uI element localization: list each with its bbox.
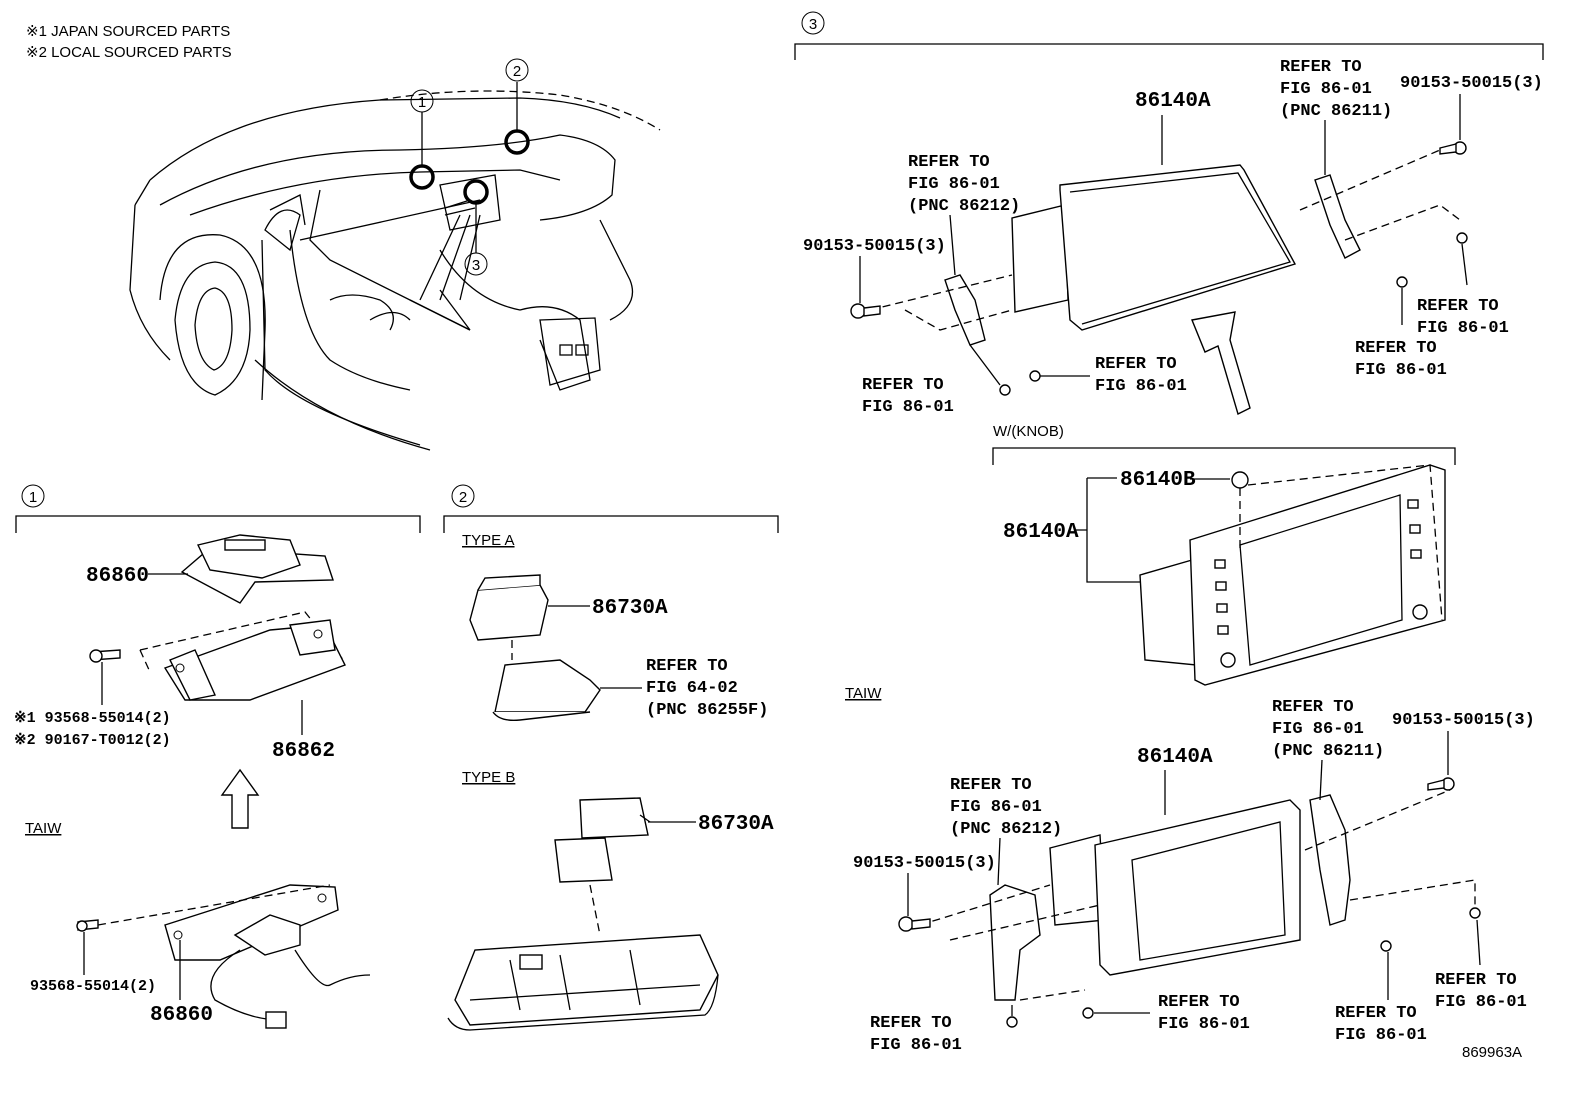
note-local-sourced: ※2 LOCAL SOURCED PARTS [26, 44, 232, 61]
taiw-ref-left-line2: FIG 86-01 [950, 798, 1042, 817]
arrow-up-icon [220, 768, 260, 829]
taiw-ref-b1-line2: FIG 86-01 [1435, 993, 1527, 1012]
knob-part-86140b: 86140B [1120, 469, 1196, 492]
bracket-86862-drawing [139, 611, 346, 701]
top-bolt-right: 90153-50015(3) [1400, 74, 1543, 93]
overview-callout-3: 3 [472, 257, 480, 274]
display-86140a-taiw-drawing [919, 789, 1476, 1001]
refer-64-02-line2: FIG 64-02 [646, 679, 738, 698]
arrow-up-right-icon [1191, 311, 1251, 416]
type-a-label: TYPE A [462, 532, 515, 549]
display-86140a-top-drawing [869, 149, 1461, 346]
top-ref-b1-line2: FIG 86-01 [1417, 319, 1509, 338]
note-japan-sourced: ※1 JAPAN SOURCED PARTS [26, 23, 230, 40]
section-3-taiw-label: TAIW [845, 685, 882, 702]
top-part-86140a: 86140A [1135, 90, 1211, 113]
section-1-callout: 1 [29, 489, 37, 506]
top-ref-b3-line2: FIG 86-01 [1095, 377, 1187, 396]
part-86730a-type-b: 86730A [698, 813, 774, 836]
section-3-callout: 3 [809, 16, 817, 33]
part-86860: 86860 [86, 565, 149, 588]
overview-callout-2: 2 [513, 63, 521, 80]
knob-bracket [992, 447, 1456, 465]
switch-86730a-type-b-drawing [447, 797, 719, 1031]
taiw-bolt-right: 90153-50015(3) [1392, 711, 1535, 730]
top-ref-left-line2: FIG 86-01 [908, 175, 1000, 194]
taiw-bolt-left: 90153-50015(3) [853, 854, 996, 873]
taiw-ref-left-line3: (PNC 86212) [950, 820, 1062, 839]
refer-64-02-line1: REFER TO [646, 657, 728, 676]
top-ref-b2-line1: REFER TO [1355, 339, 1437, 358]
top-small-bolts [969, 232, 1468, 396]
switch-86730a-type-a-drawing [469, 574, 601, 722]
taiw-ref-b3-line2: FIG 86-01 [1158, 1015, 1250, 1034]
taiw-ref-b2-line1: REFER TO [1335, 1004, 1417, 1023]
sensor-86860-drawing [180, 534, 334, 604]
section-3-bracket [794, 11, 1544, 60]
display-knob-drawing [1139, 464, 1446, 686]
taiw-small-bolts [1006, 907, 1481, 1028]
section-2-callout: 2 [459, 489, 467, 506]
bolt-local-90167-T0012: ※2 90167-T0012(2) [14, 732, 171, 749]
taiw-part-86140a: 86140A [1137, 746, 1213, 769]
top-ref-b4-line2: FIG 86-01 [862, 398, 954, 417]
taiw-bolt-93568-55014: 93568-55014(2) [30, 978, 156, 995]
top-ref-b3-line1: REFER TO [1095, 355, 1177, 374]
taiw-ref-right-line3: (PNC 86211) [1272, 742, 1384, 761]
section-1-taiw-label: TAIW [25, 820, 62, 837]
top-ref-b2-line2: FIG 86-01 [1355, 361, 1447, 380]
bolt-japan-93568-55014: ※1 93568-55014(2) [14, 710, 171, 727]
top-ref-b1-line1: REFER TO [1417, 297, 1499, 316]
taiw-ref-b2-line2: FIG 86-01 [1335, 1026, 1427, 1045]
taiw-ref-b1-line1: REFER TO [1435, 971, 1517, 990]
bolt-section-1 [89, 649, 121, 705]
taiw-ref-b4-line1: REFER TO [870, 1014, 952, 1033]
taiw-ref-right-line1: REFER TO [1272, 698, 1354, 717]
knob-header: W/(KNOB) [993, 423, 1064, 440]
type-b-label: TYPE B [462, 769, 515, 786]
taiw-ref-b4-line2: FIG 86-01 [870, 1036, 962, 1055]
top-ref-left-line3: (PNC 86212) [908, 197, 1020, 216]
refer-64-02-line3: (PNC 86255F) [646, 701, 768, 720]
car-interior-overview [129, 58, 661, 451]
top-ref-right-line2: FIG 86-01 [1280, 80, 1372, 99]
knob-part-86140a: 86140A [1003, 521, 1079, 544]
section-2-bracket [443, 484, 779, 533]
figure-id: 869963A [1462, 1044, 1522, 1061]
part-86730a-type-a: 86730A [592, 597, 668, 620]
taiw-sensor-86860-drawing [76, 884, 371, 1029]
taiw-ref-b3-line1: REFER TO [1158, 993, 1240, 1012]
taiw-ref-right-line2: FIG 86-01 [1272, 720, 1364, 739]
top-ref-right-line3: (PNC 86211) [1280, 102, 1392, 121]
taiw-part-86860: 86860 [150, 1004, 213, 1027]
top-bolt-left: 90153-50015(3) [803, 237, 946, 256]
top-ref-right-line1: REFER TO [1280, 58, 1362, 77]
part-86862: 86862 [272, 740, 335, 763]
taiw-ref-left-line1: REFER TO [950, 776, 1032, 795]
top-ref-b4-line1: REFER TO [862, 376, 944, 395]
overview-callout-1: 1 [418, 94, 426, 111]
section-1-bracket [15, 484, 421, 533]
top-ref-left-line1: REFER TO [908, 153, 990, 172]
